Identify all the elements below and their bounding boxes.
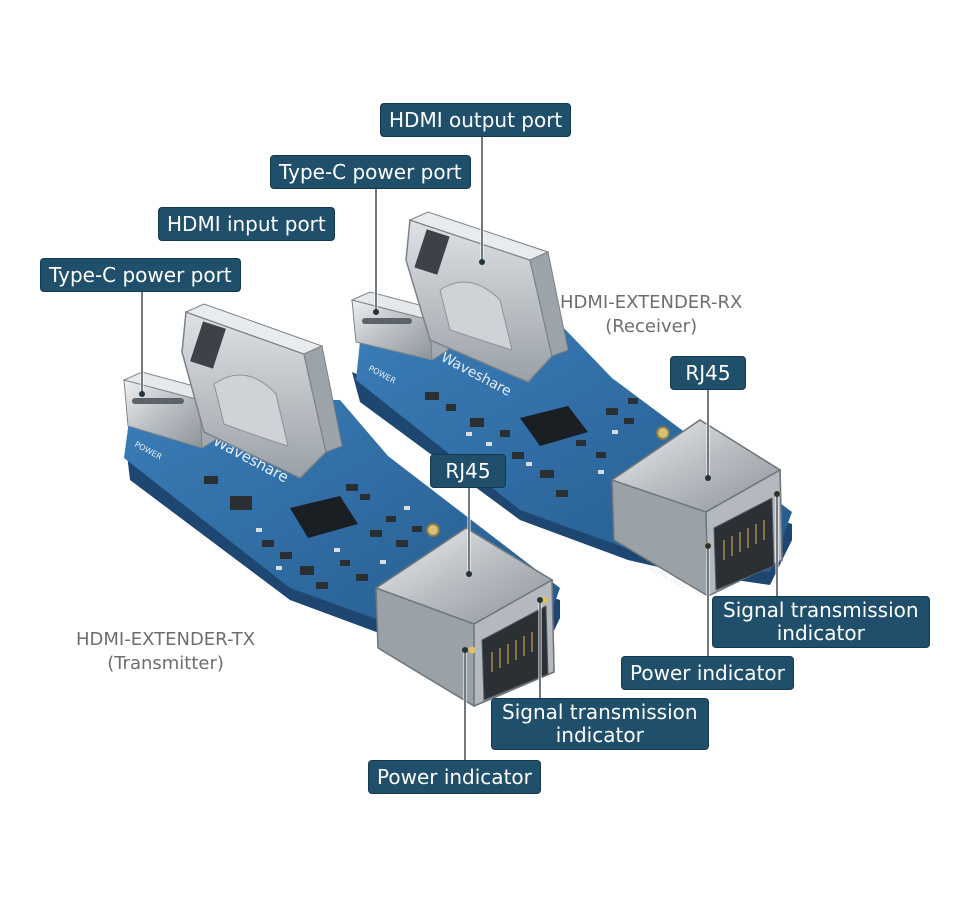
rx-rj45-label: RJ45 [670,356,746,390]
receiver-pads [466,430,618,474]
tx-typec-label: Type-C power port [40,258,241,292]
tx-signal-line1: Signal transmission [502,700,698,724]
leader-dots [139,259,780,653]
tx-signal-indicator-label: Signal transmission indicator [491,698,709,750]
rx-hdmi-output-label: HDMI output port [380,103,572,137]
rx-signal-indicator-label: Signal transmission indicator [712,596,930,648]
rx-board-subtitle: (Receiver) [605,316,698,337]
receiver-rj45-pins [723,520,765,560]
tx-power-indicator-label: Power indicator [368,760,541,794]
transmitter-rj45-jack [374,527,555,708]
transmitter-board: Waveshare POWER HDMI IN [122,303,560,708]
rx-signal-line2: indicator [776,621,865,645]
tx-board-subtitle: (Transmitter) [107,653,224,674]
transmitter-rj45-pins [491,632,533,672]
receiver-components [425,392,638,497]
transmitter-chip [290,496,358,538]
transmitter-components [204,476,422,589]
transmitter-mount-hole-2 [426,523,440,537]
rx-typec-label: Type-C power port [270,155,471,189]
tx-rj45-label: RJ45 [430,454,506,488]
transmitter-pads [256,506,410,570]
transmitter-hdmi-connector [181,303,343,479]
tx-board-name: HDMI-EXTENDER-TX [76,629,256,650]
receiver-rj45-jack [610,419,783,598]
receiver-chip [520,406,588,446]
transmitter-power-led [468,646,476,654]
rx-power-indicator-label: Power indicator [621,656,794,690]
receiver-hdmi-connector [405,211,569,383]
tx-signal-line2: indicator [555,723,644,747]
leader-lines [141,137,778,762]
tx-board-title: HDMI-EXTENDER-TX (Transmitter) [76,628,255,676]
tx-hdmi-input-label: HDMI input port [158,207,335,241]
rx-board-name: HDMI-EXTENDER-RX [560,292,743,313]
rx-signal-line1: Signal transmission [723,598,919,622]
receiver-mount-hole [656,426,670,440]
rx-board-title: HDMI-EXTENDER-RX (Receiver) [560,291,742,339]
